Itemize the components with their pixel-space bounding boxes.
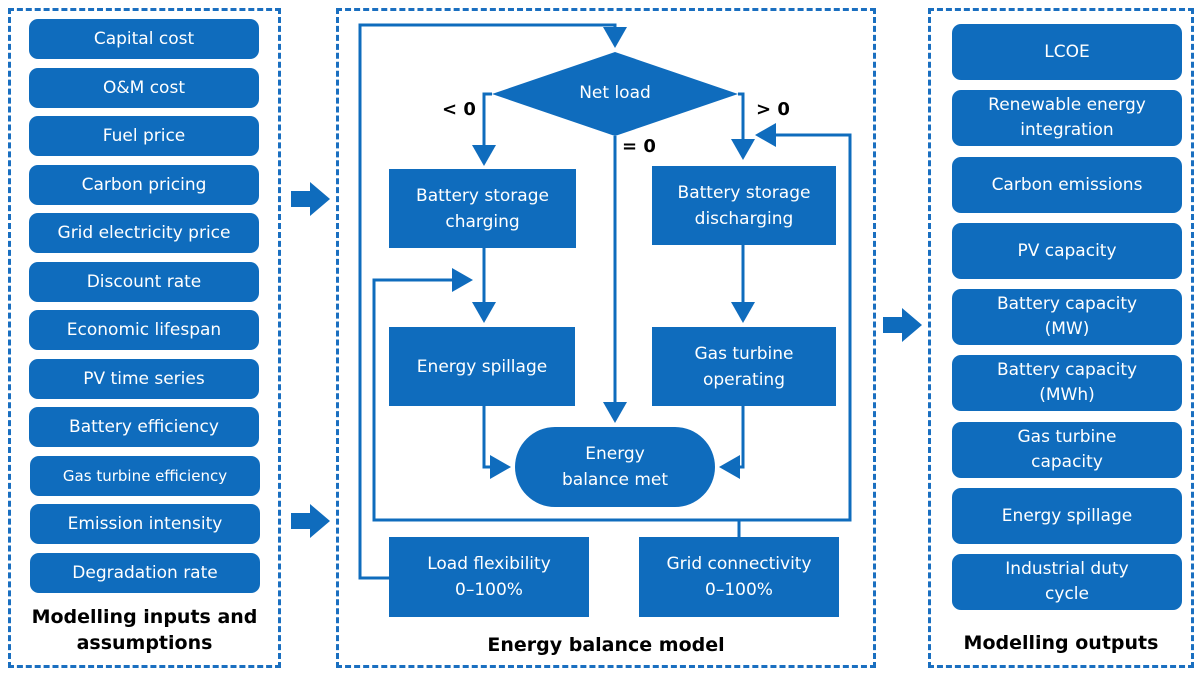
output-item: Battery capacity (MW) [952, 289, 1182, 345]
output-item: Industrial duty cycle [952, 554, 1182, 610]
branch-lt-label: < 0 [442, 99, 476, 120]
branch-eq-label: = 0 [622, 136, 656, 157]
input-item: Battery efficiency [29, 407, 259, 447]
output-item: Carbon emissions [952, 157, 1182, 213]
input-item: Capital cost [29, 19, 259, 59]
output-item: Renewable energy integration [952, 90, 1182, 146]
input-item: Degradation rate [30, 553, 260, 593]
input-item: Gas turbine efficiency [30, 456, 260, 496]
input-item: Grid electricity price [29, 213, 259, 253]
output-item: Energy spillage [952, 488, 1182, 544]
battery-discharging-box: Battery storage discharging [652, 166, 836, 245]
input-item: PV time series [29, 359, 259, 399]
energy-spillage-box: Energy spillage [389, 327, 575, 406]
gas-to-balance-line [719, 406, 745, 479]
model-panel [336, 8, 876, 668]
branch-lt-line [472, 92, 496, 166]
decision-label: Net load [579, 83, 651, 103]
branch-gt-label: > 0 [756, 99, 790, 120]
spillage-to-balance-line [482, 406, 511, 479]
input-item: O&M cost [29, 68, 259, 108]
decision-diamond [492, 52, 738, 136]
input-item: Emission intensity [30, 504, 260, 544]
input-item: Economic lifespan [29, 310, 259, 350]
input-item: Discount rate [29, 262, 259, 302]
output-item: Gas turbine capacity [952, 422, 1182, 478]
arrow-right-icon [883, 308, 922, 342]
output-item: LCOE [952, 24, 1182, 80]
loop-line-outer [358, 23, 627, 580]
grid-connectivity-box: Grid connectivity 0–100% [639, 537, 839, 617]
input-item: Carbon pricing [29, 165, 259, 205]
grid-loop-line-right [739, 123, 852, 522]
inputs-panel [8, 8, 281, 668]
output-item: PV capacity [952, 223, 1182, 279]
inputs-caption: Modelling inputs and assumptions [31, 606, 258, 654]
arrow-right-icon [291, 504, 330, 538]
gas-turbine-box: Gas turbine operating [652, 327, 836, 406]
grid-loop-line [372, 268, 741, 537]
model-caption: Energy balance model [487, 634, 725, 656]
branch-gt-line [731, 92, 755, 160]
output-item: Battery capacity (MWh) [952, 355, 1182, 411]
outputs-caption: Modelling outputs [963, 632, 1159, 654]
energy-balance-terminal: Energy balance met [515, 427, 715, 507]
battery-charging-box: Battery storage charging [389, 169, 576, 248]
arrow-right-icon [291, 182, 330, 216]
outputs-panel [928, 8, 1194, 668]
load-flexibility-box: Load flexibility 0–100% [389, 537, 589, 617]
input-item: Fuel price [29, 116, 259, 156]
